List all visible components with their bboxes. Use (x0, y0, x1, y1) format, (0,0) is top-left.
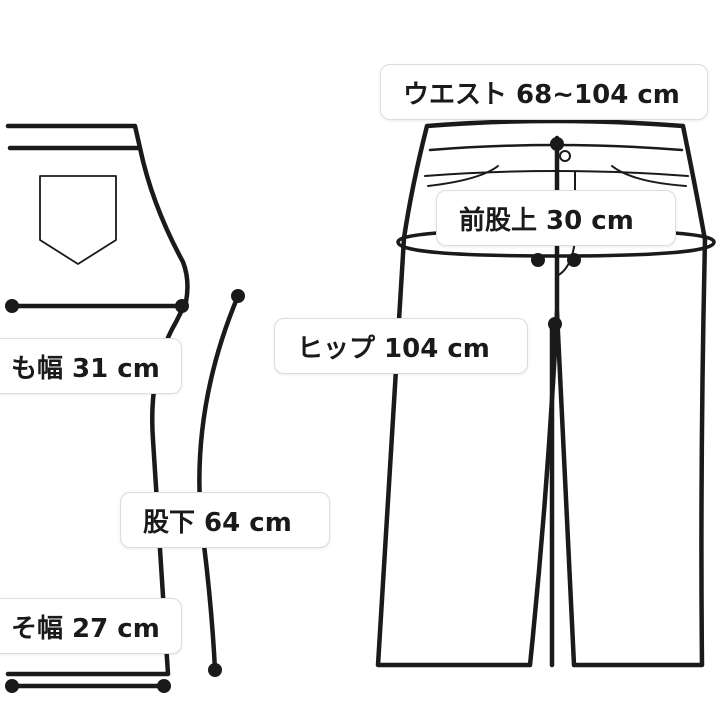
front-view-outline (375, 118, 708, 668)
left-front-pocket (427, 165, 499, 187)
front-rise-dot-top (550, 137, 564, 151)
inseam-dot-top (231, 289, 245, 303)
thigh-width-dot-left (5, 299, 19, 313)
hem-width-dot-left (5, 679, 19, 693)
back-view-pants (5, 123, 190, 677)
back-pocket (39, 175, 117, 265)
hip-dot-right (567, 253, 581, 267)
front-rise-dot-bottom (548, 317, 562, 331)
right-front-pocket (611, 165, 687, 187)
inseam-label: 股下 64 cm (120, 492, 330, 548)
hem-width-dot-right (157, 679, 171, 693)
thigh-width-label: も幅 31 cm (0, 338, 182, 394)
back-view-outline (5, 123, 190, 677)
thigh-width-dot-right (175, 299, 189, 313)
hip-dot-left (531, 253, 545, 267)
hem-width-label: そ幅 27 cm (0, 598, 182, 654)
front-rise-label: 前股上 30 cm (436, 190, 676, 246)
hip-label: ヒップ 104 cm (274, 318, 528, 374)
inseam-line (197, 293, 241, 673)
waist-button (559, 150, 571, 162)
inseam-dot-bottom (208, 663, 222, 677)
waist-label: ウエスト 68~104 cm (380, 64, 708, 120)
